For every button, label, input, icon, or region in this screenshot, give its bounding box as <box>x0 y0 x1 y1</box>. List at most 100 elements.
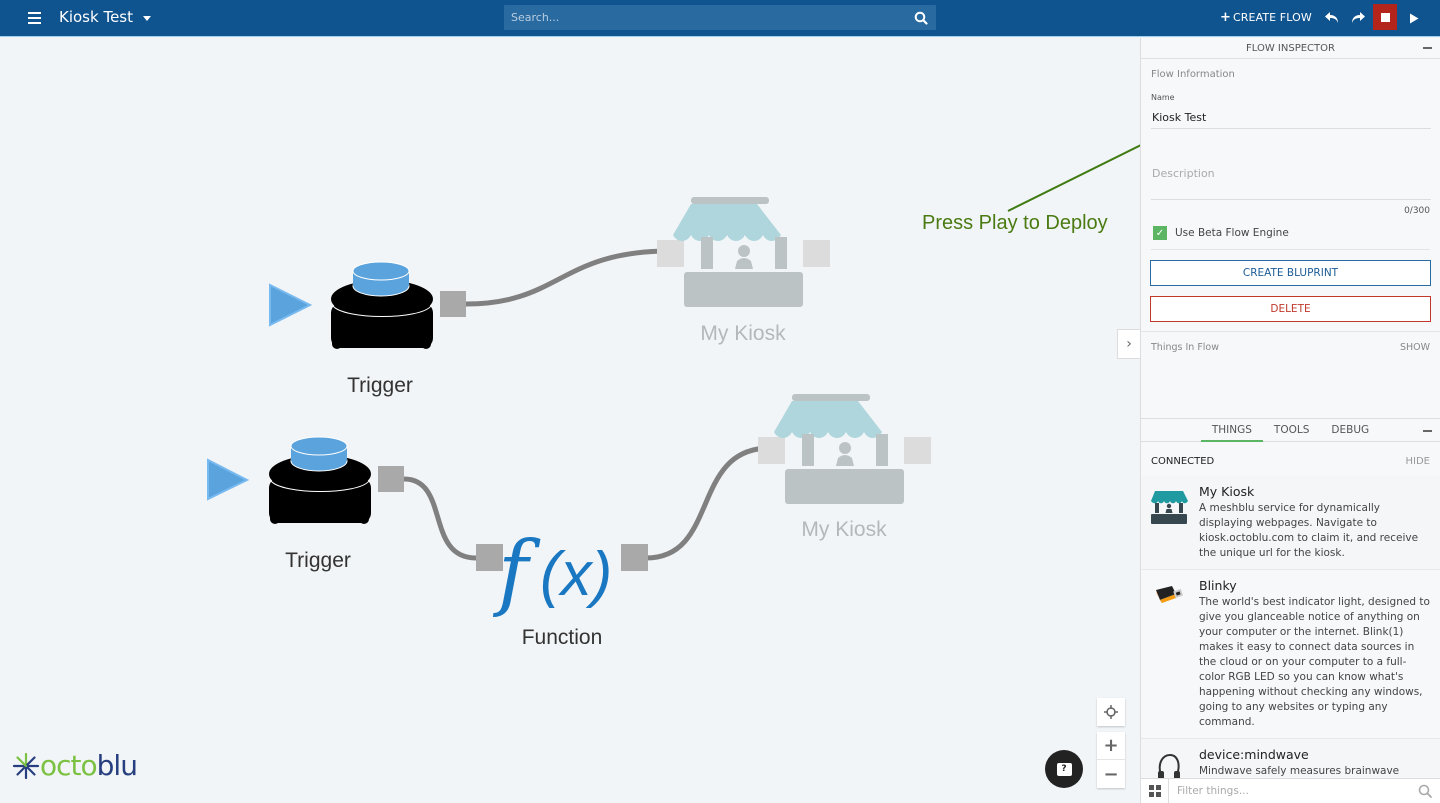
create-blueprint-button[interactable]: CREATE BLUPRINT <box>1150 260 1431 286</box>
recenter-button[interactable] <box>1097 698 1125 726</box>
wire[interactable] <box>403 476 477 561</box>
deploy-annotation: Press Play to Deploy <box>922 212 1108 234</box>
flow-information-heading: Flow Information <box>1151 69 1235 80</box>
function-icon-args: (x) <box>540 540 612 609</box>
trigger-play-icon[interactable] <box>269 283 313 327</box>
trigger-node[interactable] <box>207 436 404 524</box>
output-port[interactable] <box>440 291 466 317</box>
things-in-flow-label: Things In Flow <box>1151 342 1220 353</box>
node-label: Trigger <box>285 549 351 572</box>
name-label: Name <box>1151 93 1175 102</box>
flow-title: Kiosk Test <box>59 8 133 26</box>
flow-name-field[interactable] <box>1151 108 1431 129</box>
things-in-flow-row: Things In Flow SHOW <box>1141 331 1440 377</box>
stop-button[interactable] <box>1373 4 1397 30</box>
output-port[interactable] <box>904 437 931 464</box>
list-item[interactable]: Blinky The world's best indicator light,… <box>1141 570 1440 739</box>
connected-label: CONNECTED <box>1151 456 1215 467</box>
hide-connected-link[interactable]: HIDE <box>1405 456 1431 467</box>
redo-icon[interactable] <box>1348 8 1368 28</box>
list-item[interactable]: device:mindwave Mindwave safely measures… <box>1141 739 1440 778</box>
play-icon <box>1410 13 1419 23</box>
input-port[interactable] <box>476 544 503 571</box>
thing-list[interactable]: My Kiosk A meshblu service for dynamical… <box>1141 476 1440 778</box>
recenter-control <box>1097 698 1125 726</box>
stop-icon <box>1380 12 1390 22</box>
trigger-play-icon[interactable] <box>207 458 250 501</box>
top-bar: Kiosk Test +CREATE FLOW <box>0 0 1440 37</box>
headset-icon <box>1149 747 1189 778</box>
output-port[interactable] <box>803 240 830 267</box>
help-icon: ? <box>1056 762 1072 776</box>
trigger-node[interactable] <box>269 261 466 349</box>
filter-things-input[interactable] <box>1169 785 1418 797</box>
flow-canvas[interactable]: f (x) Trigger My Kiosk Trigger Function <box>0 38 1140 803</box>
create-flow-button[interactable]: +CREATE FLOW <box>1220 10 1312 25</box>
menu-icon[interactable] <box>28 12 41 24</box>
wire[interactable] <box>645 445 771 561</box>
beta-engine-label: Use Beta Flow Engine <box>1175 227 1289 239</box>
flow-inspector-panel: FLOW INSPECTOR Flow Information Name 0/3… <box>1140 38 1440 803</box>
node-label: Function <box>521 626 603 649</box>
things-tabs: THINGS TOOLS DEBUG <box>1141 418 1440 442</box>
caret-down-icon <box>143 15 151 21</box>
tab-things[interactable]: THINGS <box>1200 419 1263 442</box>
undo-icon[interactable] <box>1322 8 1342 28</box>
output-port[interactable] <box>621 544 648 571</box>
create-flow-label: CREATE FLOW <box>1233 11 1312 24</box>
node-label: Trigger <box>347 374 413 397</box>
list-item[interactable]: My Kiosk A meshblu service for dynamical… <box>1141 476 1440 570</box>
kiosk-icon <box>774 394 904 504</box>
delete-button[interactable]: DELETE <box>1150 296 1431 322</box>
output-port[interactable] <box>378 466 404 492</box>
wire[interactable] <box>465 248 671 307</box>
usb-light-icon <box>1149 578 1189 618</box>
help-chat-button[interactable]: ? <box>1045 750 1083 788</box>
logo-text-octo: octo <box>40 749 98 782</box>
play-button[interactable] <box>1404 8 1424 28</box>
kiosk-node[interactable] <box>657 197 830 307</box>
collapse-things-icon[interactable] <box>1423 430 1432 432</box>
search-icon[interactable] <box>914 11 928 25</box>
thing-description: A meshblu service for dynamically displa… <box>1199 502 1419 559</box>
search-input[interactable] <box>504 5 936 30</box>
zoom-control: + − <box>1097 732 1125 788</box>
logo-text-blu: blu <box>96 749 138 782</box>
input-port[interactable] <box>657 240 684 267</box>
zoom-in-button[interactable]: + <box>1097 732 1125 760</box>
search-box <box>504 5 936 30</box>
show-things-link[interactable]: SHOW <box>1399 342 1430 353</box>
beta-engine-toggle[interactable]: ✓ Use Beta Flow Engine <box>1151 226 1430 250</box>
search-icon[interactable] <box>1418 784 1432 798</box>
thing-name: My Kiosk <box>1199 484 1255 499</box>
plus-icon: + <box>1103 735 1119 756</box>
wires-layer: f (x) <box>207 144 1140 620</box>
description-field[interactable] <box>1151 164 1431 200</box>
checkbox-checked-icon[interactable]: ✓ <box>1153 226 1167 240</box>
function-node[interactable]: f (x) <box>476 525 648 620</box>
thing-description: The world's best indicator light, design… <box>1199 596 1430 728</box>
thing-name: device:mindwave <box>1199 747 1309 762</box>
zoom-out-button[interactable]: − <box>1097 760 1125 788</box>
thing-name: Blinky <box>1199 578 1237 593</box>
tab-tools[interactable]: TOOLS <box>1273 424 1310 436</box>
flow-title-dropdown[interactable]: Kiosk Test <box>59 8 151 26</box>
node-label: My Kiosk <box>801 518 887 541</box>
input-port[interactable] <box>758 437 785 464</box>
kiosk-icon <box>1149 484 1189 524</box>
collapse-inspector-icon[interactable] <box>1423 47 1432 49</box>
kiosk-node[interactable] <box>758 394 931 504</box>
thing-description: Mindwave safely measures brainwave signa… <box>1199 765 1400 777</box>
expand-panel-button[interactable]: › <box>1117 329 1140 359</box>
inspector-header: FLOW INSPECTOR <box>1141 38 1440 59</box>
button-icon <box>269 436 371 524</box>
crosshair-icon <box>1104 705 1118 719</box>
octoblu-star-icon <box>12 752 40 779</box>
tab-debug[interactable]: DEBUG <box>1331 424 1370 436</box>
grid-view-icon[interactable] <box>1141 778 1169 803</box>
function-icon: f <box>492 525 541 620</box>
inspector-title: FLOW INSPECTOR <box>1246 43 1335 54</box>
plus-icon: + <box>1220 10 1231 25</box>
kiosk-icon <box>673 197 803 307</box>
